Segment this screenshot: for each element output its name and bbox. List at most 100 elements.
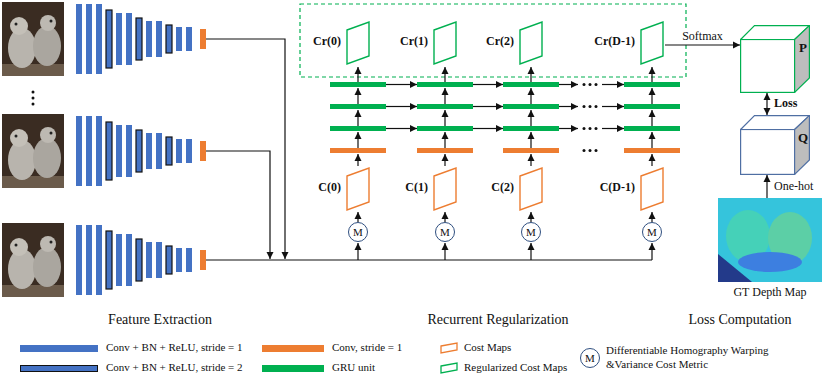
- flow-arrow: [651, 154, 652, 166]
- bird-eye: [15, 135, 18, 138]
- table-surface: [2, 64, 64, 76]
- conv-layer: [176, 139, 182, 163]
- conv-layer: [116, 234, 122, 286]
- bird-head: [10, 129, 28, 147]
- flow-arrow: [651, 132, 652, 148]
- gru-unit: [330, 126, 386, 131]
- cost-map: Cr(2): [486, 20, 544, 66]
- conv-stride2-layer: [106, 122, 112, 180]
- flow-arrow: [357, 88, 358, 104]
- operator-symbol: M: [647, 227, 657, 238]
- depth-blob: [738, 252, 802, 272]
- cost-map-plane: [520, 168, 542, 210]
- flow-arrow: [444, 243, 445, 260]
- cost-map-shape: [432, 166, 458, 212]
- legend-swatch: [262, 345, 324, 352]
- conv-layer: [86, 225, 92, 295]
- input-image: [2, 2, 64, 76]
- cost-map-shape: [345, 166, 371, 212]
- cost-map-shape: [639, 20, 665, 66]
- ellipsis-dot: [583, 83, 586, 86]
- cost-map-plane: [347, 22, 369, 64]
- conv-layer: [146, 21, 152, 57]
- ellipsis-dot: [32, 97, 35, 100]
- connector: [766, 175, 767, 198]
- flow-arrow: [357, 67, 358, 82]
- probability-volume: P: [740, 25, 810, 93]
- legend-text-holder: Regularized Cost Maps: [464, 361, 567, 375]
- flow-arrow: [559, 106, 578, 107]
- image-ground: [2, 2, 64, 76]
- section-label-holder: Recurrent Regularization: [427, 312, 568, 329]
- conv-stride2-layer: [136, 130, 142, 172]
- conv-layer: [126, 125, 132, 177]
- conv-layer: [156, 242, 162, 278]
- feature-wire: [206, 39, 285, 259]
- legend-text: Conv + BN + ReLU, stride = 2: [106, 361, 243, 375]
- cost-map-plane: [641, 22, 663, 64]
- flow-arrow: [651, 67, 652, 82]
- flow-arrow: [530, 132, 531, 148]
- flow-arrow: [386, 106, 417, 107]
- flow-arrow: [651, 110, 652, 126]
- bird-head: [40, 236, 56, 252]
- cube-front: [741, 130, 795, 175]
- section-label-holder: Loss Computation: [688, 312, 791, 329]
- edge-label-holder: Loss: [772, 97, 799, 111]
- gru-input-conv: [624, 148, 680, 153]
- flow-arrow: [386, 84, 417, 85]
- operator-symbol: M: [440, 227, 450, 238]
- feature-wire: [206, 259, 652, 260]
- operator-symbol: M: [585, 353, 595, 364]
- bird-eye: [50, 132, 53, 135]
- cost-map-shape: [518, 20, 544, 66]
- cost-map: Cr(0): [313, 20, 371, 66]
- conv-layer: [86, 116, 92, 186]
- bird-body: [33, 247, 61, 287]
- gru-input-conv: [330, 148, 386, 153]
- cost-map-plane: [641, 168, 663, 210]
- legend-text: Conv + BN + ReLU, stride = 1: [106, 341, 243, 355]
- edge-label: Loss: [772, 97, 799, 111]
- cube-front: [741, 40, 795, 93]
- legend-shape: [440, 362, 458, 374]
- cube-side: [795, 26, 810, 93]
- flow-arrow: [602, 128, 624, 129]
- warping-operator: M: [521, 222, 541, 242]
- section-label-holder: Feature Extraction: [108, 312, 212, 329]
- cost-map-label: C(2): [491, 166, 514, 195]
- flow-arrow: [473, 106, 503, 107]
- volume-label: Q: [796, 115, 810, 145]
- flow-arrow: [386, 128, 417, 129]
- ellipsis-dot: [32, 91, 35, 94]
- flow-arrow: [357, 132, 358, 148]
- cost-map-shape: [432, 20, 458, 66]
- connector: [766, 93, 767, 115]
- legend-text-holder: GRU unit: [332, 361, 375, 375]
- conv-layer: [126, 13, 132, 65]
- flow-arrow: [559, 84, 578, 85]
- warping-operator: M: [348, 222, 368, 242]
- warping-operator: M: [642, 222, 662, 242]
- cost-map-plane: [434, 168, 456, 210]
- warping-operator: M: [435, 222, 455, 242]
- flow-arrow: [357, 110, 358, 126]
- flow-arrow: [602, 84, 624, 85]
- feature-wire: [206, 151, 270, 259]
- conv-layer: [186, 248, 192, 272]
- legend-text: Cost Maps: [464, 341, 511, 355]
- conv-layer: [146, 242, 152, 278]
- bird-head: [40, 127, 56, 143]
- table-surface: [2, 176, 64, 188]
- depth-map-picture: [718, 198, 822, 282]
- edge-label-holder: One-hot: [772, 180, 815, 194]
- legend-text-holder: Cost Maps: [464, 341, 511, 355]
- cost-map-label: Cr(1): [400, 20, 428, 49]
- cost-map-label: C(1): [405, 166, 428, 195]
- gru-unit: [503, 126, 559, 131]
- connector: [530, 212, 531, 222]
- flow-arrow: [530, 154, 531, 166]
- conv-output-layer: [200, 250, 206, 270]
- operator-symbol: M: [353, 227, 363, 238]
- cost-map: C(D-1): [600, 166, 665, 212]
